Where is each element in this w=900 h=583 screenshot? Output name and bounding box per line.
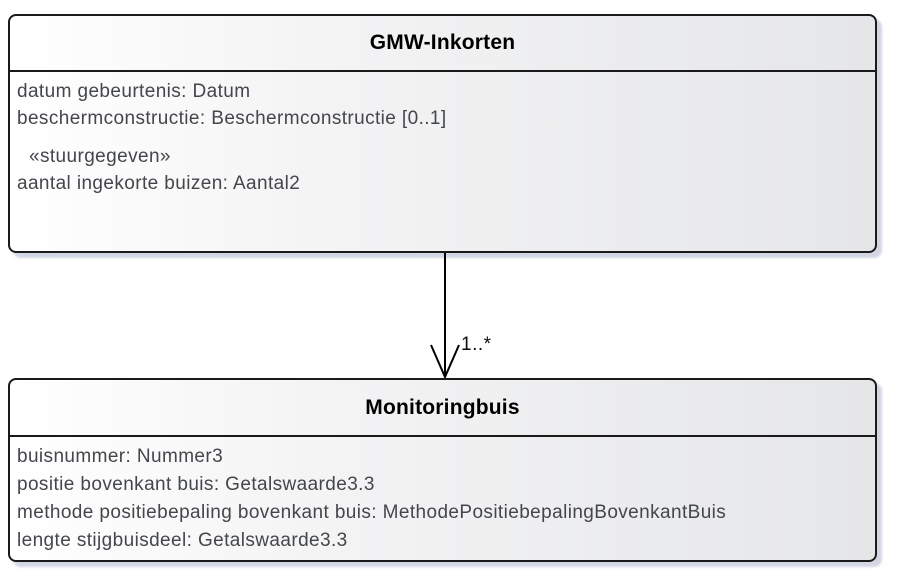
attribute-methode-positiebepaling: methode positiebepaling bovenkant buis: … [17, 502, 727, 523]
attribute-compartment: datum gebeurtenis: Datum beschermconstru… [10, 72, 875, 197]
class-box-gmw-inkorten: GMW-Inkorten datum gebeurtenis: Datum be… [8, 14, 877, 253]
stereotype-stuurgegeven: «stuurgegeven» [29, 146, 171, 167]
attribute-buisnummer: buisnummer: Nummer3 [17, 446, 224, 467]
open-arrowhead-icon [430, 344, 460, 380]
attribute-positie-bovenkant-buis: positie bovenkant buis: Getalswaarde3.3 [17, 474, 375, 495]
class-box-monitoringbuis: Monitoringbuis buisnummer: Nummer3 posit… [8, 378, 877, 562]
attribute-datum-gebeurtenis: datum gebeurtenis: Datum [17, 81, 251, 102]
attribute-aantal-ingekorte-buizen: aantal ingekorte buizen: Aantal2 [17, 173, 301, 194]
attribute-beschermconstructie: beschermconstructie: Beschermconstructie… [17, 108, 447, 129]
attribute-lengte-stijgbuisdeel: lengte stijgbuisdeel: Getalswaarde3.3 [17, 530, 348, 551]
class-title-gmw-inkorten: GMW-Inkorten [10, 16, 875, 72]
class-title-monitoringbuis: Monitoringbuis [10, 380, 875, 437]
multiplicity-label: 1..* [461, 334, 492, 355]
attribute-compartment: buisnummer: Nummer3 positie bovenkant bu… [10, 437, 875, 555]
